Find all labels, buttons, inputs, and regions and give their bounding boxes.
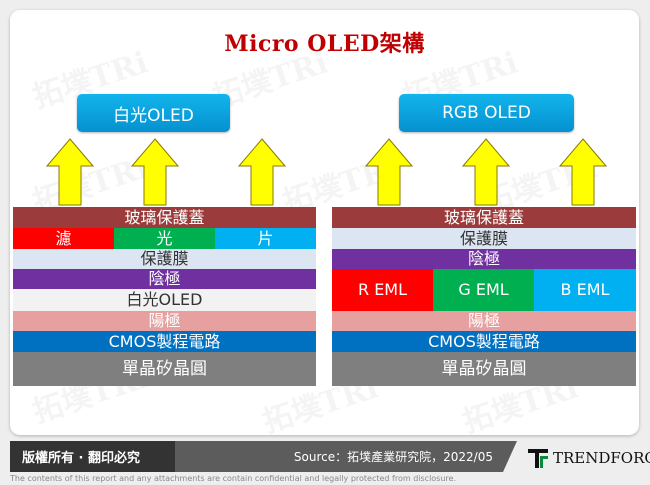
source-label: Source：拓墣產業研究院，2022/05 — [175, 441, 503, 472]
up-arrow-icon — [559, 138, 607, 206]
filter-green-segment: 光 — [114, 228, 215, 249]
up-arrow-icon — [238, 138, 286, 206]
eml-blue-segment: B EML — [534, 269, 636, 311]
brand-name: TRENDFORCE — [553, 449, 650, 467]
left-anode-layer: 陽極 — [13, 311, 316, 331]
copyright-label: 版權所有 · 翻印必究 — [10, 441, 175, 472]
up-arrow-icon — [365, 138, 413, 206]
left-protect-film-layer: 保護膜 — [13, 249, 316, 269]
left-color-filter-layer: 濾 光 片 — [13, 228, 316, 249]
content-card: 拓墣TRi 拓墣TRi 拓墣TRi 拓墣TRi 拓墣TRi 拓墣TRi 拓墣TR… — [10, 10, 639, 435]
left-cmos-layer: CMOS製程電路 — [13, 331, 316, 352]
trendforce-brand: TRENDFORCE — [527, 446, 650, 470]
up-arrow-icon — [462, 138, 510, 206]
eml-red-segment: R EML — [332, 269, 433, 311]
disclaimer-text: The contents of this report and any atta… — [10, 474, 456, 483]
eml-green-segment: G EML — [433, 269, 534, 311]
footer-bar-cap — [503, 441, 517, 472]
right-protect-film-layer: 保護膜 — [332, 228, 636, 249]
right-cathode-layer: 陰極 — [332, 249, 636, 269]
left-oled-layer: 白光OLED — [13, 289, 316, 311]
right-cmos-layer: CMOS製程電路 — [332, 331, 636, 352]
right-anode-layer: 陽極 — [332, 311, 636, 331]
up-arrow-icon — [131, 138, 179, 206]
trendforce-logo-icon — [528, 449, 548, 468]
filter-blue-segment: 片 — [215, 228, 316, 249]
left-top-box: 白光OLED — [77, 94, 230, 132]
left-wafer-layer: 單晶矽晶圓 — [13, 352, 316, 386]
left-cathode-layer: 陰極 — [13, 269, 316, 289]
up-arrow-icon — [46, 138, 94, 206]
filter-red-segment: 濾 — [13, 228, 114, 249]
diagram-title: Micro OLED架構 — [224, 31, 425, 57]
right-top-box: RGB OLED — [399, 94, 574, 132]
right-wafer-layer: 單晶矽晶圓 — [332, 352, 636, 386]
left-glass-cover-layer: 玻璃保護蓋 — [13, 207, 316, 228]
right-eml-layer: R EML G EML B EML — [332, 269, 636, 311]
right-glass-cover-layer: 玻璃保護蓋 — [332, 207, 636, 228]
